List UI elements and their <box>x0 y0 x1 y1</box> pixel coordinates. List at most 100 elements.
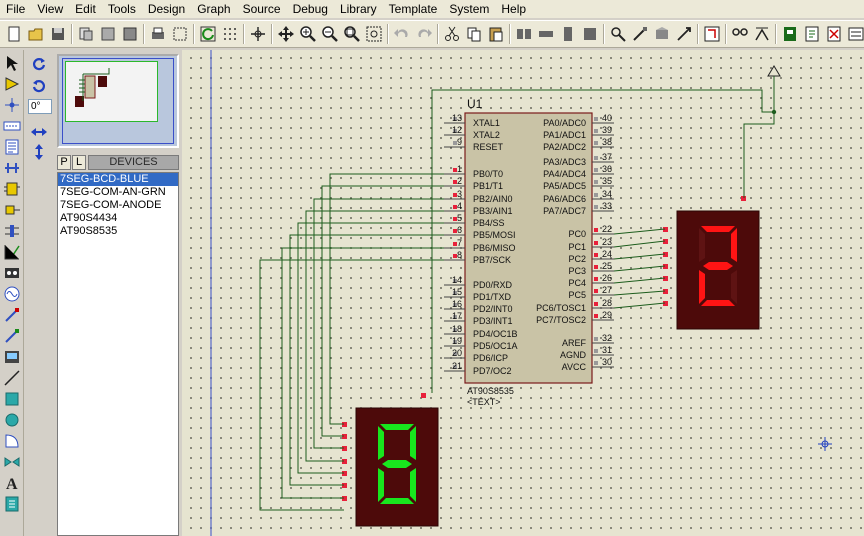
display-common-pin <box>421 393 426 398</box>
rotation-angle-input[interactable]: 0° <box>28 99 52 114</box>
design-explorer-button[interactable] <box>780 24 800 44</box>
block-delete-button[interactable] <box>580 24 600 44</box>
pin-name: PB5/MOSI <box>473 230 516 240</box>
origin-button[interactable] <box>248 24 268 44</box>
rotate-anticlockwise-button[interactable] <box>28 78 50 98</box>
refresh-button[interactable] <box>198 24 218 44</box>
menu-library[interactable]: Library <box>339 2 377 16</box>
template-button[interactable] <box>120 24 140 44</box>
menu-tools[interactable]: Tools <box>107 2 136 16</box>
graph-mode-button[interactable] <box>2 244 22 263</box>
property-assignment-button[interactable] <box>752 24 772 44</box>
zoom-in-button[interactable] <box>298 24 318 44</box>
make-device-button[interactable] <box>630 24 650 44</box>
circle-tool-button[interactable] <box>2 413 22 431</box>
new-sheet-button[interactable] <box>802 24 822 44</box>
wire-autorouter-button[interactable] <box>702 24 722 44</box>
menu-source[interactable]: Source <box>242 2 281 16</box>
box-tool-button[interactable] <box>2 392 22 410</box>
menu-bar: File View Edit Tools Design Graph Source Debug L… <box>0 0 864 18</box>
netlist-button[interactable] <box>846 24 864 44</box>
block-move-icon <box>537 25 555 43</box>
print-area-button[interactable] <box>170 24 190 44</box>
junction-dot-button[interactable] <box>2 97 22 116</box>
menu-template[interactable]: Template <box>388 2 438 16</box>
bus-button[interactable] <box>2 161 22 179</box>
redo-button[interactable] <box>414 24 434 44</box>
pin-number: 26 <box>602 273 612 283</box>
generator-button[interactable] <box>2 286 22 305</box>
new-file-button[interactable] <box>4 24 24 44</box>
virtual-instruments-button[interactable] <box>2 350 22 368</box>
save-button[interactable] <box>48 24 68 44</box>
cut-button[interactable] <box>442 24 462 44</box>
menu-graph[interactable]: Graph <box>197 2 231 16</box>
undo-button[interactable] <box>392 24 412 44</box>
menu-system[interactable]: System <box>449 2 490 16</box>
search-tag-button[interactable] <box>730 24 750 44</box>
rotate-clockwise-button[interactable] <box>28 56 50 76</box>
display-pin <box>342 434 347 439</box>
device-pins-button[interactable] <box>2 224 22 242</box>
line-tool-button[interactable] <box>2 369 22 389</box>
selection-mode-button[interactable] <box>2 55 22 74</box>
zoom-all-button[interactable] <box>342 24 362 44</box>
text-tool-button[interactable]: A <box>2 476 22 494</box>
menu-debug[interactable]: Debug <box>292 2 328 16</box>
paste-button[interactable] <box>486 24 506 44</box>
packaging-button[interactable] <box>652 24 672 44</box>
device-list-item[interactable]: AT90S8535 <box>60 225 118 237</box>
pin-marker <box>453 254 457 258</box>
grid-button[interactable] <box>220 24 240 44</box>
symbol-tool-button[interactable] <box>2 496 22 515</box>
device-list-item[interactable]: 7SEG-BCD-BLUE <box>58 173 178 186</box>
open-folder-button[interactable] <box>26 24 46 44</box>
pan-button[interactable] <box>276 24 296 44</box>
arc-tool-button[interactable] <box>2 433 22 452</box>
voltage-probe-button[interactable] <box>2 307 22 326</box>
block-copy-button[interactable] <box>514 24 534 44</box>
menu-file[interactable]: File <box>6 2 26 16</box>
tab-library[interactable]: L <box>72 155 86 170</box>
menu-help[interactable]: Help <box>501 2 527 16</box>
copy-button[interactable] <box>464 24 484 44</box>
wire-label-button[interactable] <box>2 119 22 137</box>
tab-pick[interactable]: P <box>57 155 71 170</box>
block-rotate-button[interactable] <box>558 24 578 44</box>
wire <box>613 277 666 284</box>
toolbar-separator <box>71 24 73 44</box>
device-list-item[interactable]: 7SEG-COM-AN-GRN <box>60 186 166 198</box>
print-button[interactable] <box>148 24 168 44</box>
path-tool-button[interactable] <box>2 455 22 473</box>
component-mode-button[interactable] <box>2 76 22 95</box>
overview-window[interactable] <box>57 54 179 148</box>
red-display-segment-e <box>699 270 705 304</box>
pin-number: 24 <box>602 249 612 259</box>
device-list-item[interactable]: AT90S4434 <box>60 212 118 224</box>
device-list-item[interactable]: 7SEG-COM-ANODE <box>60 199 162 211</box>
current-probe-button[interactable] <box>2 327 22 350</box>
red-display-segment-g <box>703 262 733 270</box>
menu-edit[interactable]: Edit <box>75 2 96 16</box>
import-section-button[interactable] <box>76 24 96 44</box>
zoom-out-button[interactable] <box>320 24 340 44</box>
export-section-button[interactable] <box>98 24 118 44</box>
menu-design[interactable]: Design <box>147 2 186 16</box>
block-move-button[interactable] <box>536 24 556 44</box>
decompose-button[interactable] <box>674 24 694 44</box>
pick-device-button[interactable] <box>608 24 628 44</box>
zoom-area-button[interactable] <box>364 24 384 44</box>
pin-marker <box>453 340 457 344</box>
text-script-button[interactable] <box>2 139 22 158</box>
remove-sheet-button[interactable] <box>824 24 844 44</box>
menu-view[interactable]: View <box>37 2 64 16</box>
terminals-button[interactable] <box>2 203 22 221</box>
mirror-vertical-button[interactable] <box>28 143 50 164</box>
tape-recorder-button[interactable] <box>2 266 22 284</box>
mirror-horizontal-button[interactable] <box>28 124 50 144</box>
subcircuit-button[interactable] <box>2 182 22 200</box>
current-probe-icon <box>3 327 21 350</box>
pin-name: PC2 <box>568 254 586 264</box>
